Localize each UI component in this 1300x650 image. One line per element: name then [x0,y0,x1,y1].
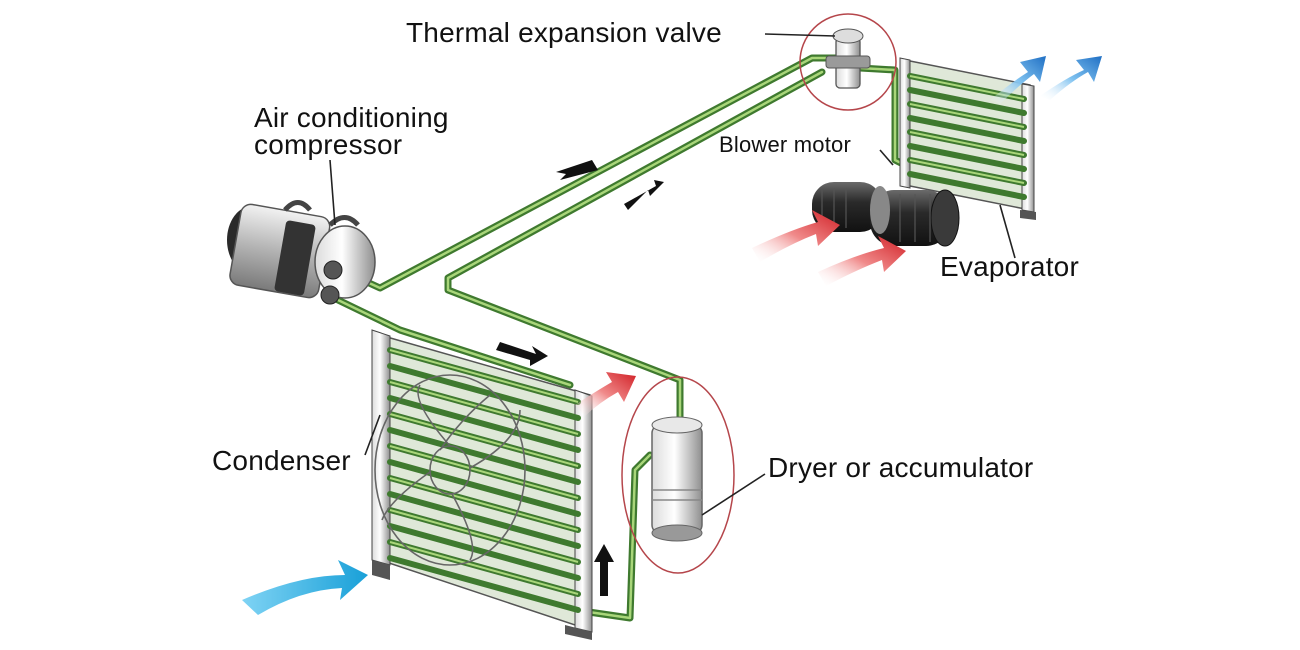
label-evaporator: Evaporator [940,251,1079,282]
compressor [227,200,376,305]
condenser-fan [374,374,526,566]
label-condenser: Condenser [212,445,351,476]
hot-air-arrow [818,236,906,286]
cold-air-arrow [1040,56,1102,100]
cold-air-arrows [242,56,1102,615]
flow-arrow [594,544,614,596]
leader-lines [329,33,1016,516]
dryer-highlight-circle [621,376,735,574]
expansion-valve [799,13,897,111]
dryer [621,376,735,574]
cold-air-arrow [242,560,368,615]
flow-arrow [556,160,598,180]
flow-direction-arrows [496,160,664,596]
label-dryer: Dryer or accumulator [768,452,1034,483]
label-compressor: Air conditioning compressor [254,102,449,160]
flow-arrow [496,342,548,366]
valve-highlight-circle [799,13,897,111]
condenser [371,329,593,640]
flow-arrow [624,180,664,210]
hot-air-arrow [752,210,840,262]
label-blower-motor: Blower motor [719,132,851,157]
hot-air-arrows [575,210,906,416]
label-thermal-expansion-valve: Thermal expansion valve [406,17,722,48]
hot-air-arrow [575,372,636,416]
cold-air-arrow [990,56,1046,104]
